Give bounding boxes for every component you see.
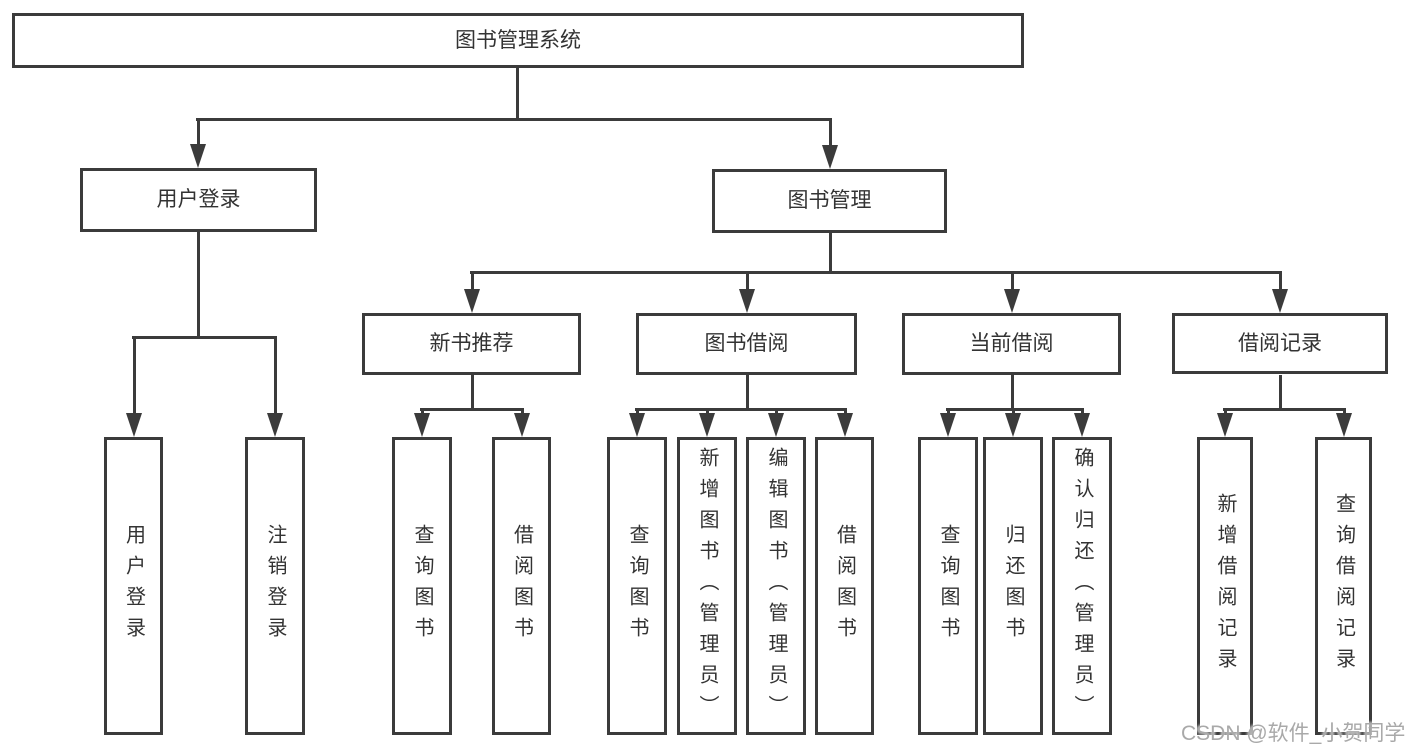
- leaf-add-borrow-record: 新增借阅记录: [1197, 437, 1253, 735]
- leaf-borrow-books: 借阅图书: [815, 437, 874, 735]
- connector-vline: [706, 408, 709, 414]
- connector-vline: [1343, 408, 1346, 414]
- arrow-down-icon: [1272, 289, 1288, 313]
- node-current-borrowing: 当前借阅: [902, 313, 1121, 375]
- connector-vline: [197, 232, 200, 338]
- arrow-down-icon: [629, 413, 645, 437]
- arrow-down-icon: [837, 413, 853, 437]
- arrow-down-icon: [267, 413, 283, 437]
- arrow-down-icon: [190, 144, 206, 168]
- node-book-management: 图书管理: [712, 169, 947, 233]
- connector-vline: [421, 408, 424, 414]
- csdn-watermark: CSDN @软件_小贺同学: [1181, 722, 1405, 745]
- node-new-book-recommendation: 新书推荐: [362, 313, 581, 375]
- connector-vline: [844, 408, 847, 414]
- connector-vline: [1279, 375, 1282, 410]
- arrow-down-icon: [768, 413, 784, 437]
- connector-hline: [196, 118, 831, 121]
- arrow-down-icon: [822, 145, 838, 169]
- arrow-down-icon: [1004, 289, 1020, 313]
- arrow-down-icon: [739, 289, 755, 313]
- connector-vline: [274, 336, 277, 414]
- node-borrowing-records: 借阅记录: [1172, 313, 1388, 374]
- connector-vline: [471, 272, 474, 292]
- connector-vline: [1279, 272, 1282, 292]
- arrow-down-icon: [464, 289, 480, 313]
- connector-vline: [775, 408, 778, 414]
- connector-vline: [636, 408, 639, 414]
- leaf-edit-books-admin: 编辑图书（管理员）: [746, 437, 806, 735]
- node-book-borrowing: 图书借阅: [636, 313, 857, 375]
- connector-vline: [133, 336, 136, 414]
- arrow-down-icon: [1336, 413, 1352, 437]
- arrow-down-icon: [1074, 413, 1090, 437]
- arrow-down-icon: [126, 413, 142, 437]
- connector-hline: [946, 408, 1084, 411]
- connector-vline: [197, 118, 200, 146]
- connector-vline: [746, 375, 749, 410]
- leaf-query-books-borrow: 查询图书: [607, 437, 667, 735]
- connector-hline: [1223, 408, 1345, 411]
- node-user-login: 用户登录: [80, 168, 317, 232]
- leaf-return-books: 归还图书: [983, 437, 1043, 735]
- connector-vline: [471, 375, 474, 410]
- leaf-confirm-return-admin: 确认归还（管理员）: [1052, 437, 1112, 735]
- connector-vline: [521, 408, 524, 414]
- leaf-borrow-books-recommend: 借阅图书: [492, 437, 551, 735]
- connector-vline: [829, 118, 832, 146]
- leaf-query-borrow-record: 查询借阅记录: [1315, 437, 1372, 735]
- leaf-add-books-admin: 新增图书（管理员）: [677, 437, 737, 735]
- connector-vline: [516, 68, 519, 118]
- connector-vline: [947, 408, 950, 414]
- connector-vline: [1011, 272, 1014, 292]
- arrow-down-icon: [1005, 413, 1021, 437]
- leaf-user-login: 用户登录: [104, 437, 163, 735]
- connector-vline: [746, 272, 749, 292]
- arrow-down-icon: [699, 413, 715, 437]
- arrow-down-icon: [1217, 413, 1233, 437]
- connector-vline: [829, 233, 832, 273]
- leaf-logout: 注销登录: [245, 437, 305, 735]
- connector-hline: [635, 408, 846, 411]
- connector-vline: [1011, 375, 1014, 410]
- arrow-down-icon: [414, 413, 430, 437]
- arrow-down-icon: [940, 413, 956, 437]
- connector-vline: [1081, 408, 1084, 414]
- leaf-query-books-recommend: 查询图书: [392, 437, 452, 735]
- connector-vline: [1224, 408, 1227, 414]
- leaf-query-books-current: 查询图书: [918, 437, 978, 735]
- arrow-down-icon: [514, 413, 530, 437]
- connector-vline: [1012, 408, 1015, 414]
- node-library-system: 图书管理系统: [12, 13, 1024, 68]
- connector-hline: [470, 271, 1282, 274]
- connector-hline: [132, 336, 277, 339]
